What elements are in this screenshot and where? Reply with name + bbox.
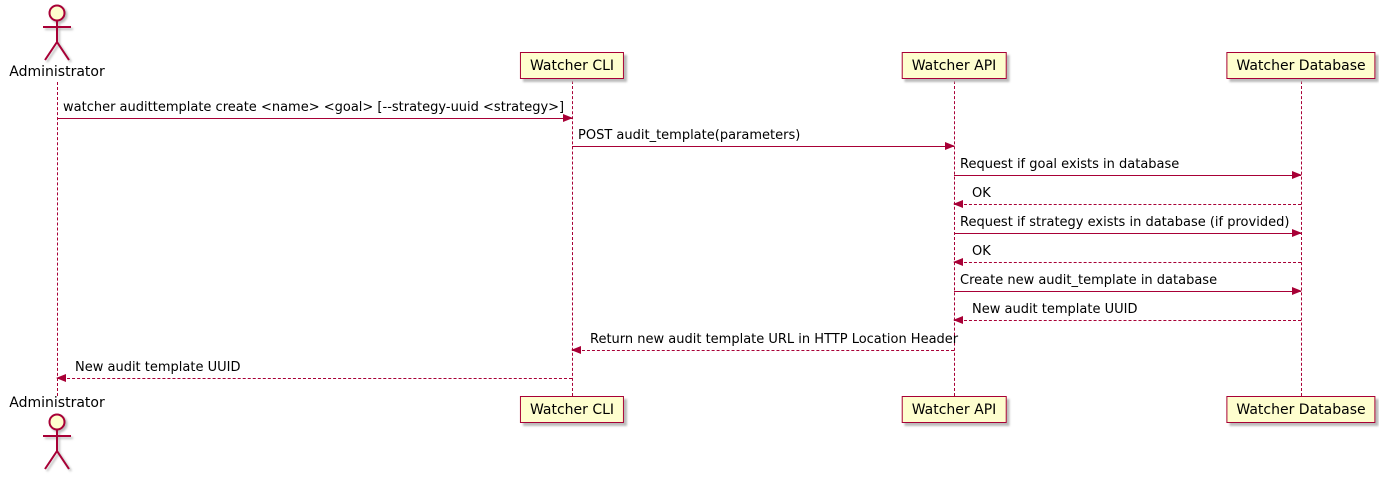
- message-label: Request if goal exists in database: [960, 157, 1180, 172]
- message-create-audittemplate: watcher audittemplate create <name> <goa…: [57, 100, 573, 122]
- message-new-audit-template-uuid-admin: New audit template UUID: [56, 360, 572, 382]
- message-label: New audit template UUID: [972, 302, 1138, 317]
- arrowhead-icon: [1292, 171, 1302, 179]
- message-ok-strategy: OK: [953, 244, 1301, 266]
- lifeline-watcher-cli: [571, 81, 573, 396]
- arrowhead-icon: [1292, 287, 1302, 295]
- message-label: New audit template UUID: [75, 360, 241, 375]
- message-post-audit-template: POST audit_template(parameters): [572, 128, 955, 150]
- message-arrow: [953, 316, 1301, 324]
- arrowhead-icon: [945, 142, 955, 150]
- message-arrow: [57, 114, 573, 122]
- arrowhead-icon: [953, 316, 963, 324]
- message-request-goal-exists: Request if goal exists in database: [954, 157, 1302, 179]
- arrowhead-icon: [953, 200, 963, 208]
- message-ok-goal: OK: [953, 186, 1301, 208]
- arrowhead-icon: [1292, 229, 1302, 237]
- message-arrow: [56, 374, 572, 382]
- message-new-audit-template-uuid-db: New audit template UUID: [953, 302, 1301, 324]
- message-create-audit-template-db: Create new audit_template in database: [954, 273, 1302, 295]
- message-arrow: [953, 258, 1301, 266]
- arrowhead-icon: [953, 258, 963, 266]
- message-label: POST audit_template(parameters): [578, 128, 801, 143]
- participant-watcher-database-bottom: Watcher Database: [1226, 396, 1376, 423]
- message-label: watcher audittemplate create <name> <goa…: [63, 100, 565, 115]
- participant-watcher-api-top: Watcher API: [901, 52, 1007, 79]
- message-label: Request if strategy exists in database (…: [960, 215, 1290, 230]
- message-arrow: [953, 200, 1301, 208]
- message-label: Return new audit template URL in HTTP Lo…: [590, 332, 959, 347]
- participant-watcher-api-bottom: Watcher API: [901, 396, 1007, 423]
- lifeline-watcher-database: [1300, 81, 1302, 396]
- arrowhead-icon: [571, 346, 581, 354]
- message-return-url-location-header: Return new audit template URL in HTTP Lo…: [571, 332, 959, 354]
- message-arrow: [954, 287, 1302, 295]
- actor-label-administrator-bottom: Administrator: [9, 395, 105, 411]
- lifeline-administrator: [56, 82, 58, 396]
- message-arrow: [572, 142, 955, 150]
- message-arrow: [571, 346, 954, 354]
- message-arrow: [954, 229, 1302, 237]
- message-label: Create new audit_template in database: [960, 273, 1218, 288]
- actor-icon: [43, 413, 71, 470]
- participant-watcher-cli-bottom: Watcher CLI: [519, 396, 625, 423]
- actor-label-administrator-top: Administrator: [9, 64, 105, 80]
- lifeline-watcher-api: [953, 81, 955, 396]
- participant-watcher-database-top: Watcher Database: [1226, 52, 1376, 79]
- arrowhead-icon: [563, 114, 573, 122]
- participant-watcher-cli-top: Watcher CLI: [519, 52, 625, 79]
- message-request-strategy-exists: Request if strategy exists in database (…: [954, 215, 1302, 237]
- message-label: OK: [972, 186, 991, 201]
- actor-icon: [43, 4, 71, 61]
- arrowhead-icon: [56, 374, 66, 382]
- message-arrow: [954, 171, 1302, 179]
- message-label: OK: [972, 244, 991, 259]
